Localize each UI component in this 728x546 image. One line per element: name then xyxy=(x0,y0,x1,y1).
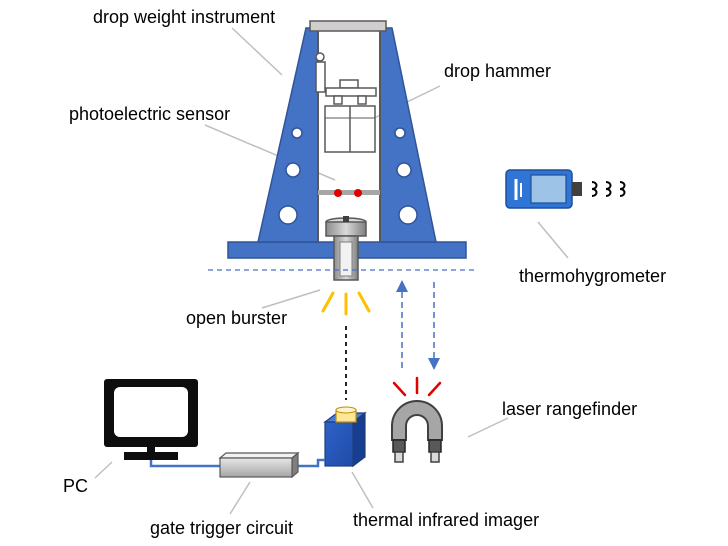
leader-drop-weight xyxy=(231,27,283,76)
drop-hammer xyxy=(324,79,377,153)
monitor-icon xyxy=(104,379,198,460)
label-open-burster: open burster xyxy=(186,308,288,328)
leader-pc xyxy=(94,461,113,479)
label-drop-weight-instrument: drop weight instrument xyxy=(93,7,276,27)
label-drop-hammer: drop hammer xyxy=(444,61,552,81)
photoelectric-sensor xyxy=(318,189,380,197)
label-pc: PC xyxy=(63,476,89,496)
burster-cup-icon xyxy=(333,235,359,281)
label-thermal-infrared-imager: thermal infrared imager xyxy=(353,510,540,530)
laser-rays xyxy=(392,376,442,397)
leader-thermohygrometer xyxy=(537,221,569,259)
leader-thermal xyxy=(351,471,374,509)
top-cap xyxy=(309,20,387,32)
laser-up-arrow xyxy=(396,280,408,292)
burster-flash xyxy=(321,291,371,316)
leader-open-burster xyxy=(261,289,321,309)
label-photoelectric-sensor: photoelectric sensor xyxy=(69,104,231,124)
leader-gate xyxy=(229,481,251,515)
thermohygrometer-icon xyxy=(505,169,626,209)
leader-laser xyxy=(467,417,509,438)
drop-weight-instrument xyxy=(227,20,467,281)
trigger-box-icon xyxy=(218,451,300,479)
label-laser-rangefinder: laser rangefinder xyxy=(502,399,638,419)
thermal-camera-icon xyxy=(323,406,367,468)
leader-lines xyxy=(94,27,569,515)
laser-down-arrow xyxy=(428,358,440,370)
label-thermohygrometer: thermohygrometer xyxy=(519,266,667,286)
laser-beams xyxy=(401,282,435,368)
rangefinder-icon xyxy=(391,400,443,463)
label-gate-trigger-circuit: gate trigger circuit xyxy=(150,518,294,538)
frame-holes xyxy=(278,127,418,225)
